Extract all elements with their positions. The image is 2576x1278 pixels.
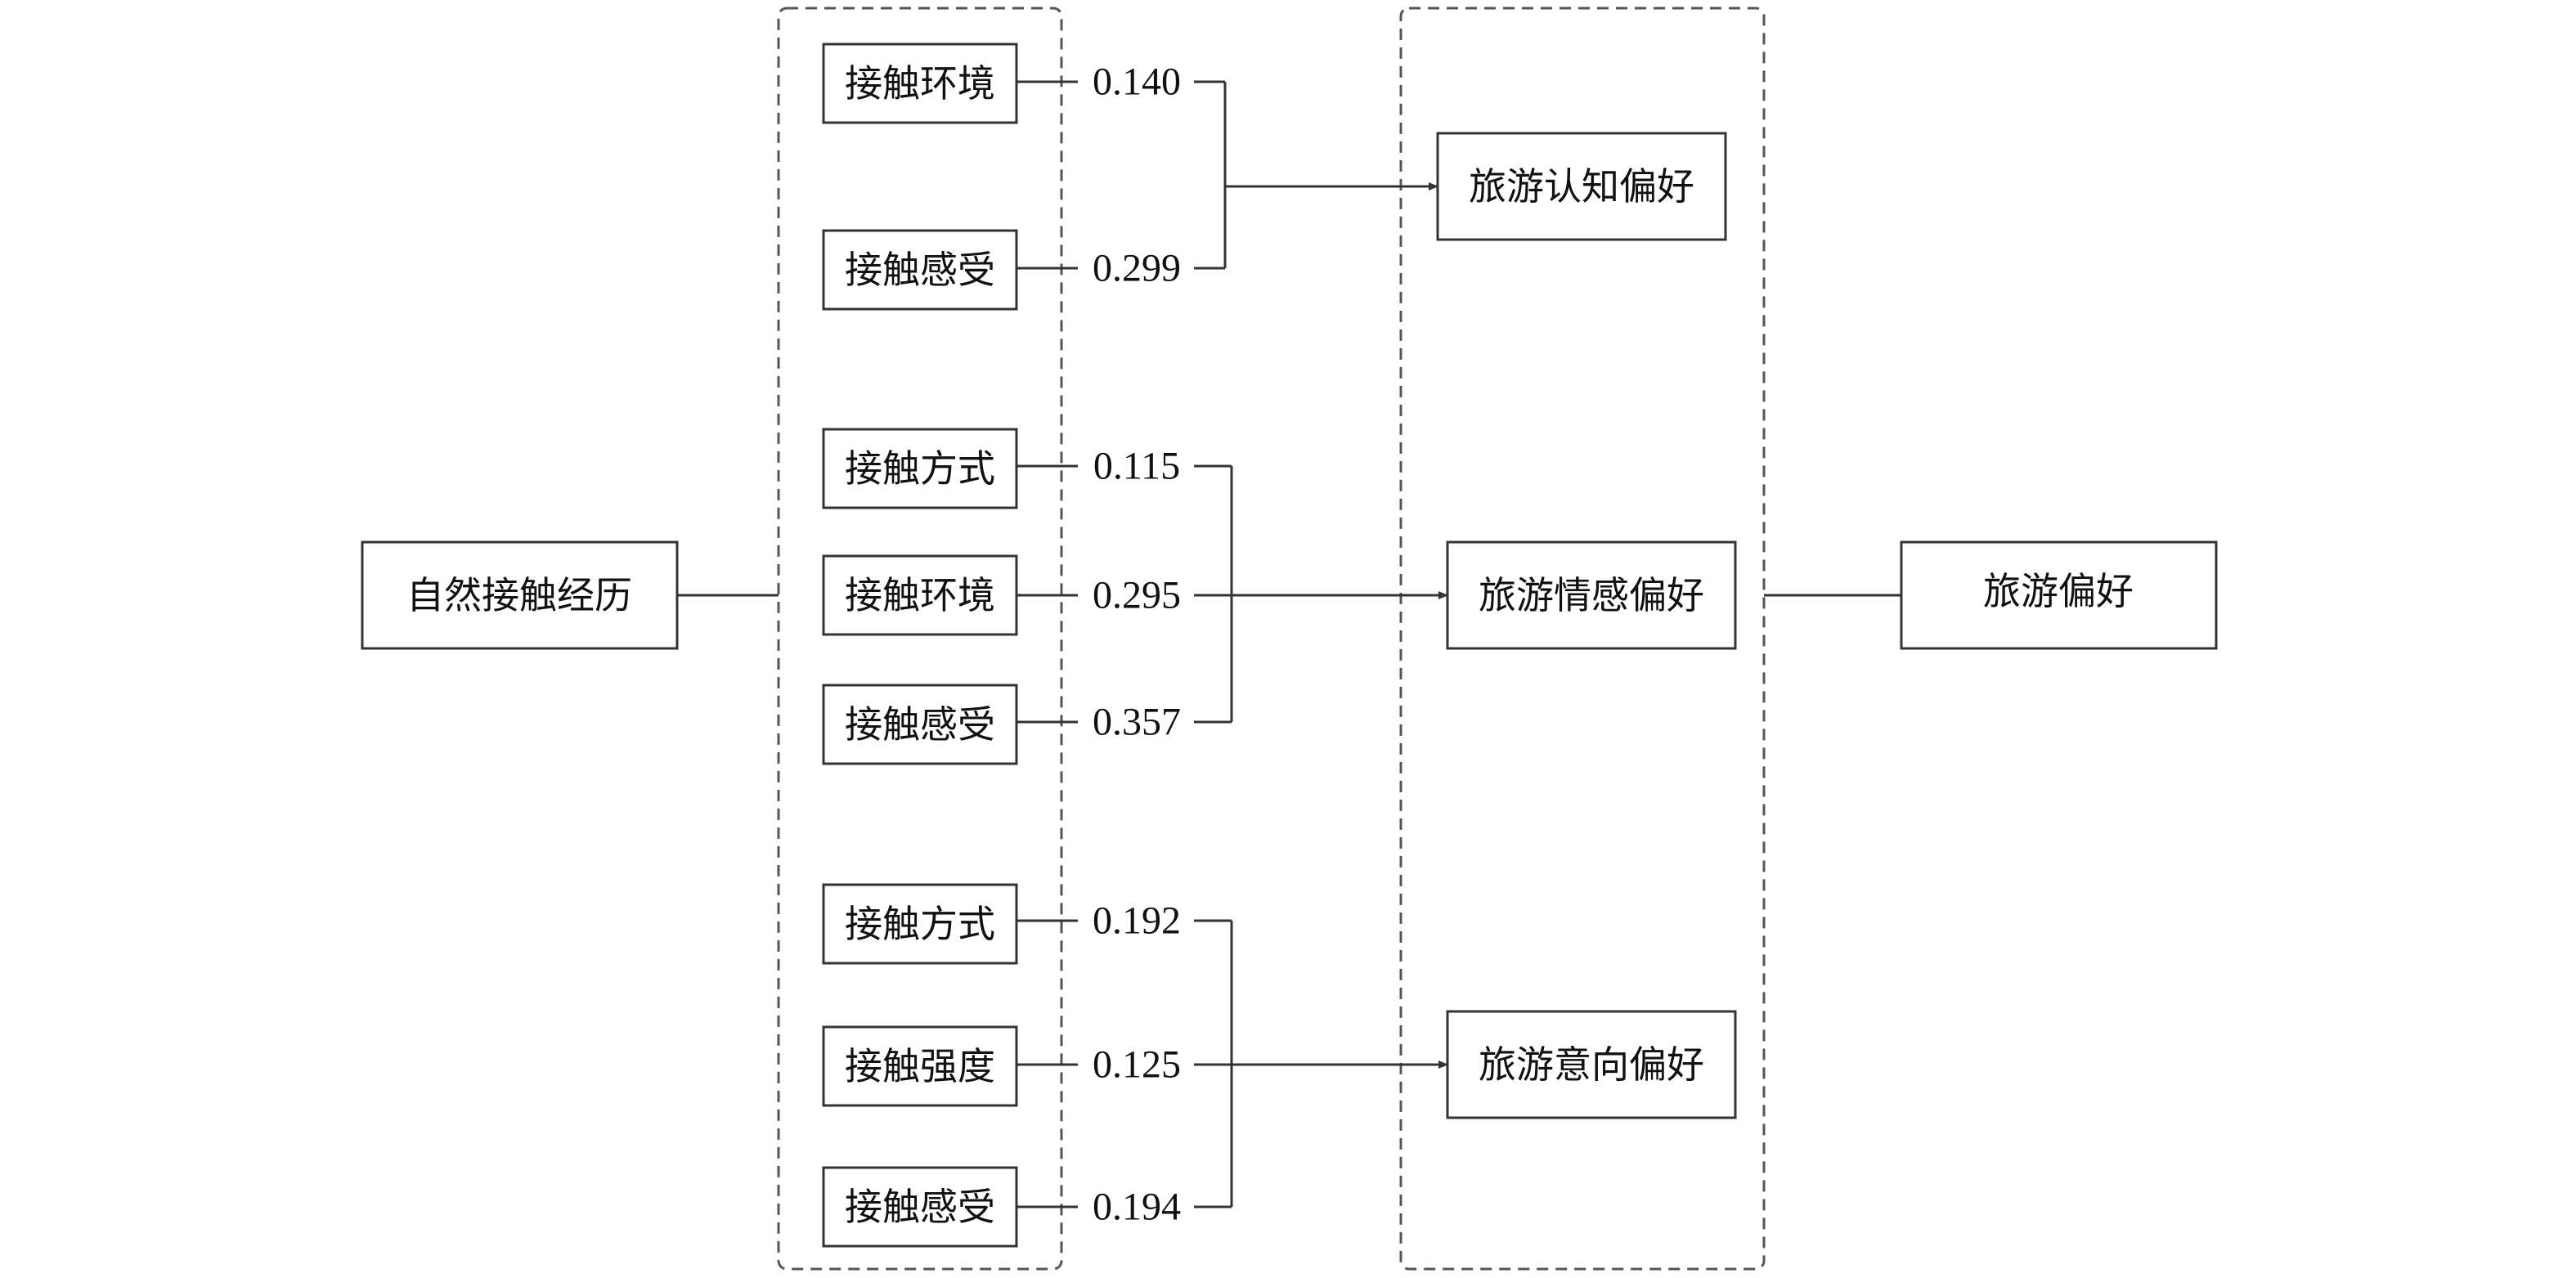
path-coefficient: 0.194	[1093, 1186, 1181, 1229]
target-node-label: 旅游认知偏好	[1469, 164, 1694, 209]
factor-group-cognitive: 接触环境 0.140 接触感受 0.299 旅游认知偏好	[822, 43, 1727, 311]
factor-node: 接触环境	[822, 554, 1018, 636]
factor-node-label: 接触环境	[845, 61, 995, 105]
outcome-node-label: 旅游偏好	[1983, 569, 2134, 613]
target-node-label: 旅游情感偏好	[1479, 573, 1704, 617]
factors-dashed-group	[777, 7, 1063, 1271]
target-node-emotional: 旅游情感偏好	[1446, 540, 1737, 650]
target-node-label: 旅游意向偏好	[1479, 1043, 1704, 1087]
path-coefficient: 0.299	[1093, 247, 1181, 290]
factor-node-label: 接触感受	[845, 248, 995, 292]
source-node-label: 自然接触经历	[406, 573, 632, 617]
factor-group-intention: 接触方式 0.192 接触强度 0.125 接触感受 0.194 旅游意向偏好	[822, 883, 1737, 1248]
target-node-intention: 旅游意向偏好	[1446, 1010, 1737, 1119]
path-coefficient: 0.125	[1093, 1043, 1181, 1087]
factor-node: 接触强度	[822, 1025, 1018, 1107]
factor-node-label: 接触感受	[845, 702, 995, 747]
factor-node: 接触方式	[822, 428, 1018, 509]
factor-node-label: 接触强度	[845, 1044, 995, 1088]
path-coefficient: 0.192	[1093, 899, 1181, 943]
factor-node: 接触环境	[822, 43, 1018, 124]
factor-node: 接触方式	[822, 883, 1018, 965]
outcome-node: 旅游偏好	[1900, 540, 2218, 650]
path-coefficient: 0.295	[1093, 574, 1181, 617]
factor-node: 接触感受	[822, 1166, 1018, 1248]
path-coefficient: 0.115	[1093, 445, 1180, 488]
factor-node: 接触感受	[822, 684, 1018, 765]
factor-node-label: 接触环境	[845, 573, 995, 617]
path-coefficient: 0.140	[1093, 61, 1181, 104]
path-coefficient: 0.357	[1093, 701, 1181, 744]
factor-group-emotional: 接触方式 0.115 接触环境 0.295 接触感受 0.357 旅游情感偏好	[822, 428, 1737, 765]
factor-node: 接触感受	[822, 229, 1018, 311]
source-node: 自然接触经历	[361, 540, 679, 650]
factor-node-label: 接触感受	[845, 1185, 995, 1229]
preferences-dashed-group	[1399, 7, 1766, 1271]
factor-node-label: 接触方式	[845, 902, 995, 946]
target-node-cognitive: 旅游认知偏好	[1436, 132, 1727, 241]
factor-node-label: 接触方式	[845, 446, 995, 491]
